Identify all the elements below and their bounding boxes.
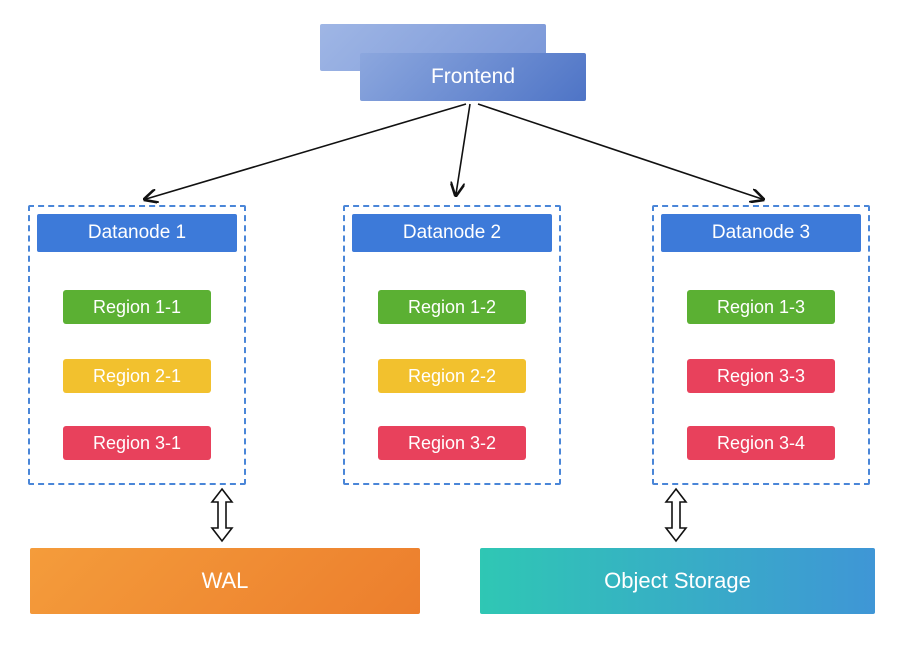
object-storage-node: Object Storage <box>480 548 875 614</box>
flow-arrow-frontend-datanode3 <box>477 103 762 199</box>
flow-arrow-frontend-datanode1 <box>146 103 467 199</box>
object-storage-label: Object Storage <box>604 568 751 593</box>
region-box: Region 1-1 <box>63 290 211 324</box>
region-label: Region 1-2 <box>407 297 497 317</box>
bidirectional-arrow-object-storage <box>664 487 688 543</box>
region-label: Region 3-4 <box>716 433 806 453</box>
frontend-label: Frontend <box>430 65 516 88</box>
datanode-3-header: Datanode 3 <box>661 214 861 252</box>
region-box: Region 3-2 <box>378 426 526 460</box>
region-box: Region 3-4 <box>687 426 835 460</box>
datanode-2-header: Datanode 2 <box>352 214 552 252</box>
bidirectional-arrow-wal <box>210 487 234 543</box>
datanode-1-container: Datanode 1 Region 1-1 Region 2-1 Region … <box>28 205 246 485</box>
datanode-2-container: Datanode 2 Region 1-2 Region 2-2 Region … <box>343 205 561 485</box>
frontend-node: Frontend <box>360 53 586 101</box>
region-label: Region 3-1 <box>92 433 182 453</box>
region-box: Region 3-1 <box>63 426 211 460</box>
region-label: Region 2-2 <box>407 366 497 386</box>
region-box: Region 1-3 <box>687 290 835 324</box>
datanode-1-label: Datanode 1 <box>87 222 187 243</box>
datanode-3-container: Datanode 3 Region 1-3 Region 3-3 Region … <box>652 205 870 485</box>
region-box: Region 1-2 <box>378 290 526 324</box>
region-label: Region 2-1 <box>92 366 182 386</box>
flow-arrow-frontend-datanode2 <box>456 103 471 194</box>
region-box: Region 2-2 <box>378 359 526 393</box>
region-box: Region 2-1 <box>63 359 211 393</box>
region-label: Region 3-2 <box>407 433 497 453</box>
wal-label: WAL <box>201 568 249 593</box>
datanode-3-label: Datanode 3 <box>711 222 811 243</box>
wal-node: WAL <box>30 548 420 614</box>
datanode-2-label: Datanode 2 <box>402 222 502 243</box>
region-label: Region 3-3 <box>716 366 806 386</box>
region-label: Region 1-1 <box>92 297 182 317</box>
datanode-1-header: Datanode 1 <box>37 214 237 252</box>
region-label: Region 1-3 <box>716 297 806 317</box>
region-box: Region 3-3 <box>687 359 835 393</box>
